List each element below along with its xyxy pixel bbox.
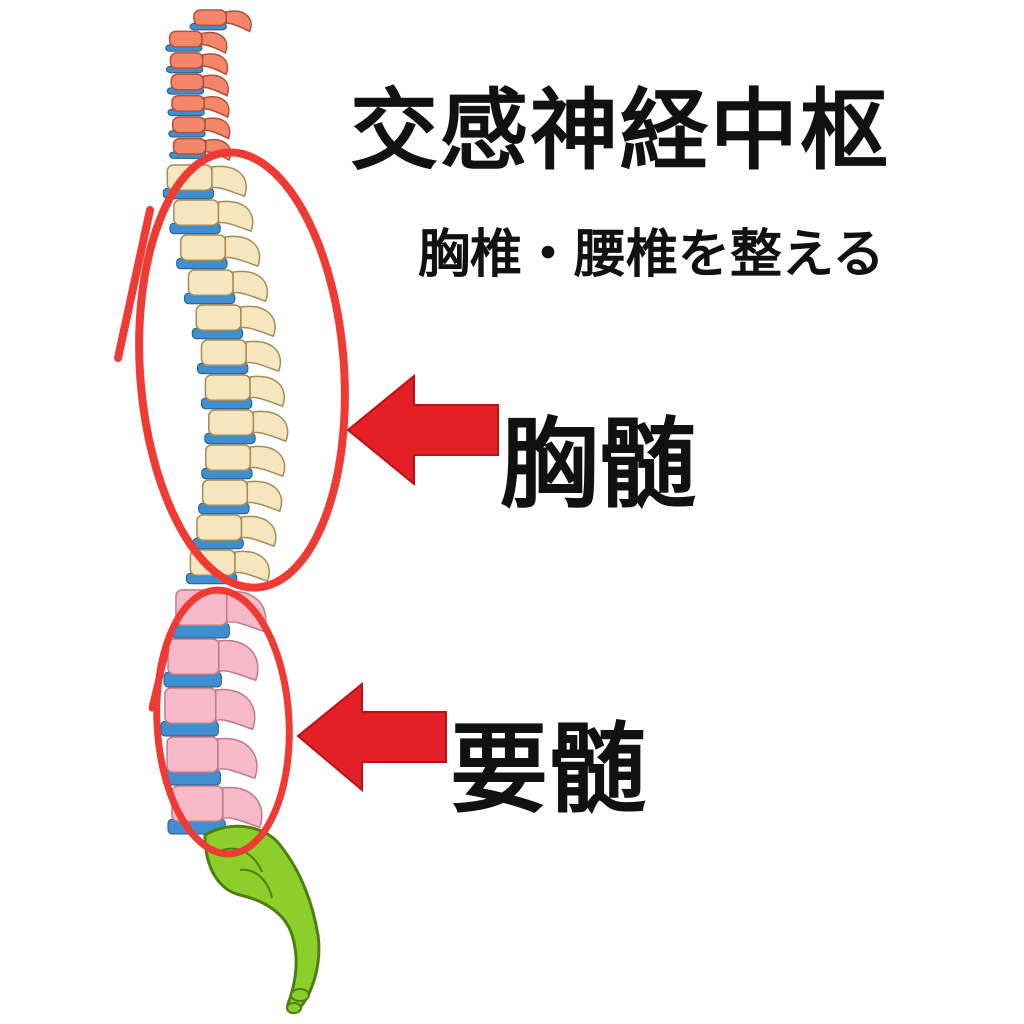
sacrum-coccyx (203, 824, 321, 1014)
thoracic-vertebra-body (201, 479, 249, 506)
thoracic-vertebra-body (173, 199, 220, 226)
cervical-vertebra-process (203, 96, 230, 119)
thoracic-vertebra-process (211, 165, 247, 198)
thoracic-vertebra-body (204, 444, 252, 471)
cervical-vertebra-process (225, 10, 252, 33)
thoracic-vertebra-body (196, 514, 243, 541)
lumbar-vertebra-body (167, 638, 220, 676)
thoracic-arrow (346, 373, 499, 487)
thoracic-vertebra-body (179, 234, 227, 261)
thoracic-vertebra-body (204, 374, 251, 401)
lumbar-vertebra-process (214, 688, 256, 731)
lumbar-highlight-ring (153, 586, 293, 858)
thoracic-vertebra-process (252, 410, 289, 443)
cervical-vertebra-body (171, 94, 205, 112)
page-title: 交感神経中枢 (350, 79, 891, 182)
thoracic-vertebra-process (224, 235, 261, 268)
spinal-column (160, 9, 289, 835)
coccyx-segment (286, 1002, 302, 1014)
thoracic-vertebra-body (208, 409, 255, 436)
cervical-vertebra-body (169, 52, 204, 70)
lumbar-vertebra-process (226, 590, 267, 633)
thoracic-vertebra-process (245, 340, 282, 373)
thoracic-vertebra-body (195, 304, 242, 331)
thoracic-cord-label: 胸髄 (500, 408, 697, 522)
cervical-vertebra-body (168, 30, 203, 48)
thoracic-vertebra-body (200, 339, 247, 366)
thoracic-highlight (114, 148, 349, 592)
thoracic-vertebra-body (187, 269, 234, 296)
lumbar-cord-label: 要髄 (450, 713, 647, 827)
thoracic-vertebra-process (232, 270, 268, 303)
thoracic-highlight-tail (114, 206, 154, 362)
cervical-vertebra-body (171, 116, 206, 134)
thoracic-vertebra-process (217, 200, 254, 233)
cervical-vertebra-process (202, 74, 229, 97)
cervical-vertebra-process (204, 117, 231, 140)
page-subtitle: 胸椎・腰椎を整える (418, 225, 885, 285)
cervical-vertebra-body (170, 73, 205, 91)
thoracic-vertebra-process (249, 375, 285, 408)
lumbar-vertebra-process (222, 786, 263, 829)
lumbar-vertebra-process (217, 737, 258, 780)
lumbar-arrow (296, 681, 447, 793)
thoracic-vertebra-process (246, 480, 283, 513)
lumbar-highlight-tail (148, 646, 170, 712)
thoracic-vertebra-process (234, 550, 270, 583)
thoracic-vertebra-process (249, 445, 286, 478)
thoracic-vertebra-process (240, 305, 276, 338)
thoracic-arrow-icon (346, 373, 499, 487)
lumbar-arrow-icon (296, 681, 447, 793)
sacrum-contour (239, 868, 273, 899)
cervical-vertebra-process (201, 31, 228, 54)
lumbar-vertebra-body (164, 687, 217, 725)
cervical-vertebra-process (201, 53, 229, 76)
lumbar-highlight (148, 586, 293, 858)
coccyx-segment (290, 988, 310, 1002)
thoracic-highlight-ring (135, 148, 349, 592)
cervical-vertebra-body (172, 137, 207, 155)
thoracic-vertebra-process (240, 515, 277, 548)
cervical-vertebra-body (193, 9, 227, 27)
lumbar-vertebra-body (166, 736, 219, 774)
lumbar-vertebra-process (218, 639, 259, 682)
